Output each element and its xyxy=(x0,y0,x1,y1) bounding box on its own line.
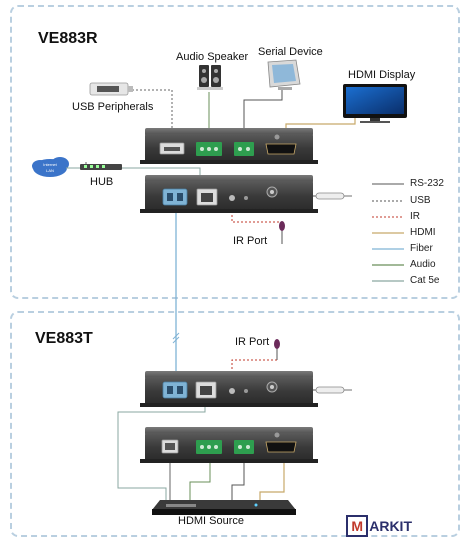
label-hdmi-display: HDMI Display xyxy=(348,69,416,81)
usb-line-peripherals xyxy=(128,89,173,140)
transmitter-title: VE883T xyxy=(35,330,93,347)
audio-line-source xyxy=(189,460,211,500)
label-serial-device: Serial Device xyxy=(258,46,323,58)
usb-stick-icon xyxy=(89,82,133,96)
label-hdmi-source: HDMI Source xyxy=(178,515,245,527)
legend-label-rs232: RS-232 xyxy=(410,178,444,189)
label-hub: HUB xyxy=(90,176,114,188)
label-audio-speaker: Audio Speaker xyxy=(176,51,249,63)
power-plug-transmitter-icon xyxy=(315,386,352,394)
watermark-initial: M xyxy=(346,515,369,537)
ir-sensor-transmitter-icon xyxy=(274,339,280,360)
hdmi-display-icon xyxy=(343,84,407,123)
receiver-rear-device xyxy=(140,175,318,213)
watermark-text: ARKIT xyxy=(369,518,412,534)
legend-label-hdmi: HDMI xyxy=(410,227,436,238)
hdmi-line-source xyxy=(259,460,285,500)
legend-label-audio: Audio xyxy=(410,259,436,270)
lan-cloud-icon: Internet LAN xyxy=(32,157,69,177)
hub-icon xyxy=(80,164,122,170)
legend-lines xyxy=(372,183,404,282)
receiver-section xyxy=(10,5,460,299)
label-usb-peripherals: USB Peripherals xyxy=(72,101,154,113)
transmitter-section xyxy=(10,311,460,537)
legend-label-ir: IR xyxy=(410,211,420,222)
fiber-break-mark xyxy=(172,332,180,344)
lan-cloud-label-line1: Internet xyxy=(43,162,57,167)
receiver-front-device xyxy=(140,128,318,164)
legend-label-usb: USB xyxy=(410,195,431,206)
label-ir-port-transmitter: IR Port xyxy=(235,336,270,348)
rs232-line-source xyxy=(231,460,245,500)
transmitter-front-device xyxy=(140,427,318,463)
transmitter-rear-device xyxy=(140,371,318,407)
receiver-title: VE883R xyxy=(38,30,98,47)
hdmi-source-device xyxy=(152,500,296,515)
rs232-line-serial xyxy=(243,88,283,138)
power-plug-receiver-icon xyxy=(315,192,352,200)
speaker-icon xyxy=(197,65,223,90)
ir-sensor-receiver-icon xyxy=(279,221,285,244)
cat5e-line-transmitter xyxy=(117,394,206,500)
legend-label-fiber: Fiber xyxy=(410,243,433,254)
lan-cloud-label-line2: LAN xyxy=(46,168,54,173)
label-ir-port-receiver: IR Port xyxy=(233,235,268,247)
serial-device-icon xyxy=(267,59,301,90)
legend-label-cat5e: Cat 5e xyxy=(410,275,440,286)
